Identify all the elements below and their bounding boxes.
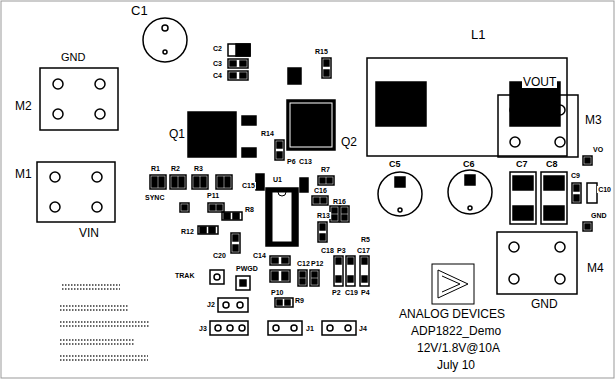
part-ref: R8 xyxy=(244,206,255,213)
part-ref: C9 xyxy=(570,172,581,179)
component-label: 12V/1.8V@10A xyxy=(416,342,501,354)
part-ref: C19 xyxy=(344,289,359,296)
part-ref: J2 xyxy=(206,301,216,308)
component-label: ADP1822_Demo xyxy=(410,325,502,337)
part-ref: C10 xyxy=(597,186,612,193)
part-ref: C15 xyxy=(241,182,256,189)
part-ref: C4 xyxy=(212,72,223,79)
part-ref: C2 xyxy=(212,45,223,52)
part-ref: P3 xyxy=(336,247,347,254)
part-ref: R16 xyxy=(332,198,347,205)
component-label: GND xyxy=(530,298,559,310)
part-ref: J1 xyxy=(305,325,315,332)
part-ref: C20 xyxy=(212,252,227,259)
part-ref: P12 xyxy=(310,260,324,267)
part-ref: R9 xyxy=(294,297,305,304)
part-ref: U1 xyxy=(272,176,283,183)
component-label: VIN xyxy=(78,227,100,239)
part-ref: C13 xyxy=(298,158,313,165)
component-label: L1 xyxy=(470,28,486,41)
part-ref: GND xyxy=(590,212,608,219)
part-ref: R5 xyxy=(360,236,371,243)
part-ref: J3 xyxy=(198,325,208,332)
part-ref: P2 xyxy=(331,289,342,296)
part-ref: C6 xyxy=(462,160,476,169)
component-label: M3 xyxy=(584,114,603,126)
part-ref: C8 xyxy=(545,160,559,169)
part-ref: R15 xyxy=(314,48,329,55)
part-ref: P10 xyxy=(270,289,284,296)
component-label: Q2 xyxy=(340,136,358,148)
part-ref: VO xyxy=(592,146,604,153)
component-label: ANALOG DEVICES xyxy=(398,308,506,320)
part-ref: C17 xyxy=(356,247,371,254)
part-ref: C7 xyxy=(515,160,529,169)
part-ref: PWGD xyxy=(235,265,259,272)
part-ref: R7 xyxy=(320,166,331,173)
component-label: GND xyxy=(60,52,86,63)
part-ref: SYNC xyxy=(144,194,165,201)
part-ref: R13 xyxy=(316,212,331,219)
component-label: VOUT xyxy=(522,76,557,88)
component-label: C1 xyxy=(130,4,149,17)
component-label: M4 xyxy=(586,262,605,274)
part-ref: R12 xyxy=(180,228,195,235)
part-ref: R14 xyxy=(260,130,275,137)
part-ref: P6 xyxy=(286,158,297,165)
part-ref: P11 xyxy=(206,192,220,199)
component-label: M2 xyxy=(14,100,33,112)
part-ref: C5 xyxy=(388,160,402,169)
part-ref: R3 xyxy=(193,165,204,172)
part-ref: R2 xyxy=(170,165,181,172)
part-ref: C12 xyxy=(296,260,311,267)
part-ref: C14 xyxy=(252,252,267,259)
part-ref: P4 xyxy=(360,289,371,296)
part-ref: C18 xyxy=(320,247,335,254)
part-ref: C16 xyxy=(313,187,328,194)
part-ref: C3 xyxy=(212,60,223,67)
part-ref: J4 xyxy=(358,325,368,332)
part-ref: R1 xyxy=(150,165,161,172)
part-ref: TRAK xyxy=(174,272,195,279)
component-label: Q1 xyxy=(168,128,186,140)
component-label: M1 xyxy=(14,168,33,180)
component-label: July 10 xyxy=(436,359,476,371)
